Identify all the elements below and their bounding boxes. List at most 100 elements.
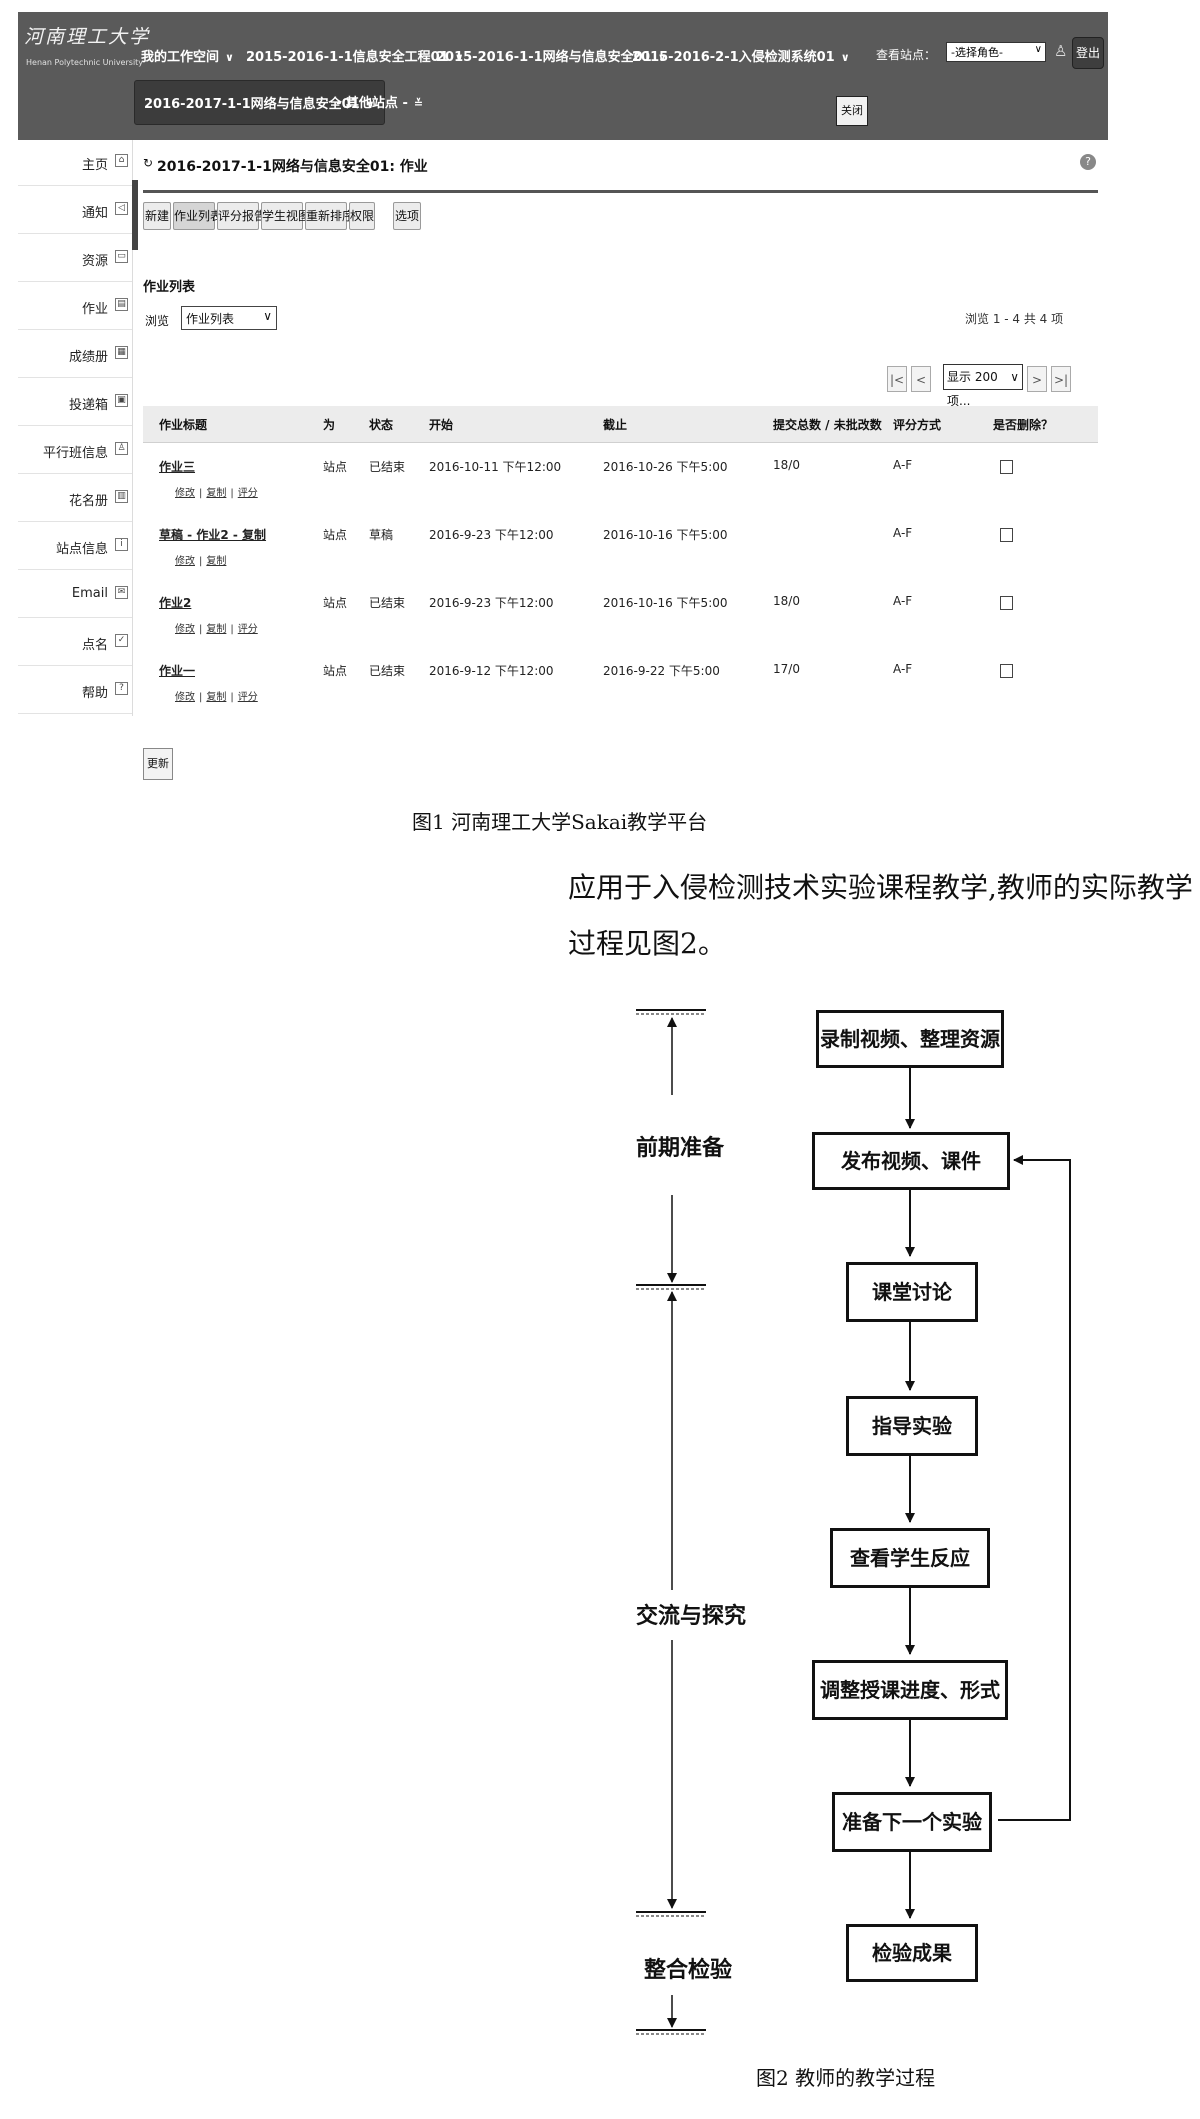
row-action-link[interactable]: 复制 (206, 556, 227, 567)
row-actions: 修改 |复制 (175, 552, 226, 567)
phase-label-exchange: 交流与探究 (636, 1603, 747, 1629)
sidebar-item-7[interactable]: 平行班信息♙ (18, 428, 132, 474)
nav-tab-site-3[interactable]: 2015-2016-2-1入侵检测系统01∨ (632, 50, 850, 65)
delete-checkbox[interactable] (1000, 596, 1013, 610)
chevron-down-icon: ∨ (225, 51, 234, 64)
page-size-select[interactable]: 显示 200 项...∨ (943, 364, 1023, 408)
row-action-link[interactable]: 评分 (237, 692, 258, 703)
toolbar-button-4[interactable]: 学生视图 (261, 202, 310, 230)
last-page-button[interactable]: >| (1051, 366, 1071, 392)
column-header[interactable]: 状态 (369, 418, 394, 432)
row-action-link[interactable]: 复制 (206, 692, 227, 703)
toolbar-button-5[interactable]: 重新排序 (305, 202, 354, 230)
toolbar-button-6[interactable]: 权限 (349, 202, 375, 230)
logout-button[interactable]: 登出 (1072, 37, 1104, 69)
assignment-title-link[interactable]: 作业一 (159, 664, 196, 678)
sidebar-item-2[interactable]: 通知◁ (18, 188, 132, 234)
separator: | (199, 556, 203, 567)
sidebar-item-10[interactable]: Email✉ (18, 572, 132, 618)
column-header[interactable]: 是否删除？ (993, 418, 1054, 432)
separator: | (199, 624, 203, 635)
table-cell: 已结束 (369, 460, 406, 474)
step-box-record: 录制视频、整理资源 (816, 1010, 1004, 1068)
sidebar-item-12[interactable]: 帮助? (18, 668, 132, 714)
row-action-link[interactable]: 修改 (175, 556, 195, 567)
browse-select[interactable]: 作业列表∨ (181, 306, 277, 330)
delete-checkbox[interactable] (1000, 528, 1013, 542)
university-logo[interactable]: 河南理工大学 Henan Polytechnic University (24, 26, 151, 67)
row-action-link[interactable]: 评分 (237, 624, 258, 635)
row-actions: 修改|复制|评分 (175, 620, 258, 635)
first-page-button[interactable]: |< (887, 366, 907, 392)
role-select[interactable]: -选择角色-∨ (946, 42, 1046, 62)
body-text-line-1: 应用于入侵检测技术实验课程教学,教师的实际教学 (568, 871, 1193, 904)
sidebar-item-11[interactable]: 点名✓ (18, 620, 132, 666)
nav-tab-site-1[interactable]: 2015-2016-1-1信息安全工程01∨ (246, 50, 464, 65)
folder-icon: ▭ (115, 250, 128, 263)
column-header[interactable]: 开始 (429, 418, 454, 432)
update-button[interactable]: 更新 (143, 748, 173, 780)
sidebar-item-5[interactable]: 成绩册▦ (18, 332, 132, 378)
column-header[interactable]: 评分方式 (893, 418, 942, 432)
view-site-label: 查看站点： (876, 48, 937, 62)
step-box-verify: 检验成果 (846, 1924, 978, 1982)
other-sites-menu[interactable]: - 其他站点 -≚ (336, 96, 424, 111)
sidebar-collapse-handle[interactable] (132, 180, 138, 250)
toolbar-button-1[interactable]: 新建 (143, 202, 171, 230)
nav-tab-site-2[interactable]: 2015-2016-1-1网络与信息安全01∨ (436, 50, 667, 65)
delete-checkbox[interactable] (1000, 664, 1013, 678)
sidebar-item-label: 资源 (81, 254, 108, 269)
list-title: 作业列表 (143, 280, 196, 295)
row-action-link[interactable]: 评分 (237, 488, 258, 499)
sidebar-item-label: 花名册 (68, 494, 108, 509)
chevron-down-icon: ∨ (657, 51, 667, 64)
row-action-link[interactable]: 修改 (175, 692, 195, 703)
column-header[interactable]: 截止 (603, 418, 628, 432)
sidebar-item-1[interactable]: 主页⌂ (18, 140, 132, 186)
toolbar-button-3[interactable]: 评分报告 (217, 202, 266, 230)
separator: | (199, 488, 203, 499)
prev-page-button[interactable]: < (911, 366, 931, 392)
dropbox-icon: ▣ (115, 394, 128, 407)
step-box-feedback: 查看学生反应 (830, 1528, 990, 1588)
nav-tab-active-site[interactable]: 2016-2017-1-1网络与信息安全01∨ (134, 80, 385, 125)
table-cell: 已结束 (369, 664, 406, 678)
column-header[interactable]: 作业标题 (159, 418, 208, 432)
delete-checkbox[interactable] (1000, 460, 1013, 474)
nav-tab-workspace[interactable]: 我的工作空间∨ (141, 50, 234, 65)
step-box-adjust: 调整授课进度、形式 (812, 1660, 1008, 1720)
row-action-link[interactable]: 修改 (175, 624, 195, 635)
row-action-link[interactable]: 复制 (206, 624, 227, 635)
timeline-boundary-1 (636, 1284, 706, 1290)
row-actions: 修改|复制|评分 (175, 484, 258, 499)
sidebar-item-3[interactable]: 资源 ▭ (18, 236, 132, 282)
assignment-title-link[interactable]: 作业2 (159, 596, 192, 610)
refresh-icon[interactable]: ↻ (143, 156, 154, 170)
column-header[interactable]: 为 (323, 418, 336, 432)
gradebook-icon: ▦ (115, 346, 128, 359)
row-action-link[interactable]: 修改 (175, 488, 195, 499)
table-cell: 18/0 (773, 458, 800, 472)
column-header[interactable]: 提交总数 / 未批改数 (773, 418, 882, 432)
flow-connectors (636, 1009, 1071, 2035)
figure-1-sakai-screenshot: 河南理工大学 Henan Polytechnic University 我的工作… (18, 12, 1108, 782)
table-cell: A-F (893, 662, 913, 676)
help-icon: ? (115, 682, 128, 695)
next-page-button[interactable]: > (1027, 366, 1047, 392)
toolbar-button-7[interactable]: 选项 (393, 202, 421, 230)
assignment-title-link[interactable]: 作业三 (159, 460, 196, 474)
sidebar-item-8[interactable]: 花名册▥ (18, 476, 132, 522)
toolbar-button-2[interactable]: 作业列表 (173, 202, 222, 230)
close-button[interactable]: 关闭 (836, 96, 868, 126)
separator: | (199, 692, 203, 703)
row-action-link[interactable]: 复制 (206, 488, 227, 499)
help-icon[interactable]: ? (1080, 154, 1096, 170)
sidebar-item-6[interactable]: 投递箱▣ (18, 380, 132, 426)
sidebar-item-4[interactable]: 作业▤ (18, 284, 132, 330)
page-title: 2016-2017-1-1网络与信息安全01: 作业 (157, 159, 428, 175)
user-icon[interactable]: ♙ (1054, 42, 1068, 60)
assignment-title-link[interactable]: 草稿 - 作业2 - 复制 (159, 528, 267, 542)
